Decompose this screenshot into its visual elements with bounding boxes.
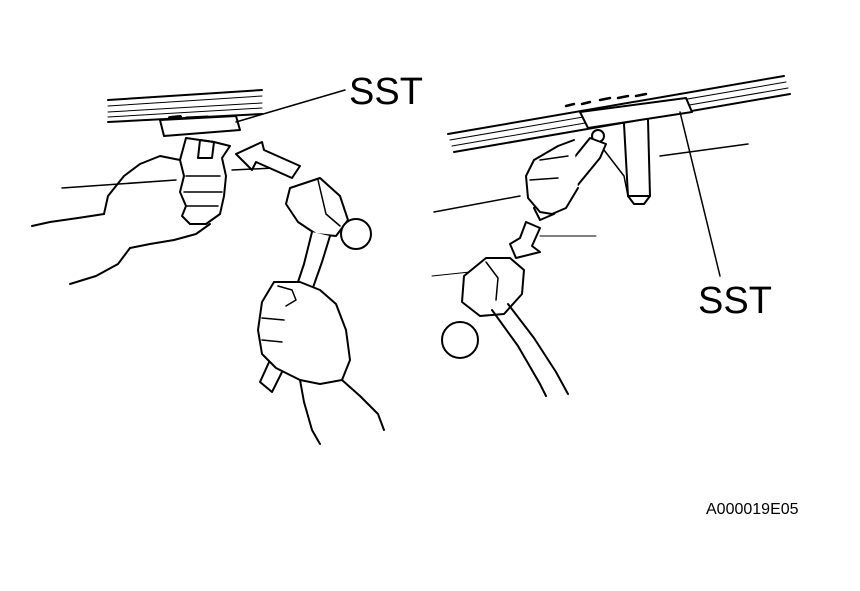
sst-label-right: SST	[698, 280, 772, 322]
right-panel	[431, 75, 791, 397]
left-hand-gripping-tool	[31, 137, 231, 285]
left-panel	[31, 89, 385, 445]
right-sst-leader-line	[679, 111, 721, 277]
left-direction-arrow	[235, 141, 301, 179]
left-body-panel	[61, 89, 275, 189]
right-hand-with-drift	[525, 137, 629, 221]
right-direction-arrow	[509, 221, 541, 259]
left-hand-holding-hammer	[257, 281, 385, 445]
left-sst-leader-line	[235, 89, 346, 123]
right-body-panel	[431, 75, 791, 277]
figure-code: A000019E05	[706, 501, 799, 518]
right-hammer	[441, 257, 569, 397]
left-sst-tool	[159, 115, 241, 137]
sst-label-left: SST	[349, 71, 423, 113]
